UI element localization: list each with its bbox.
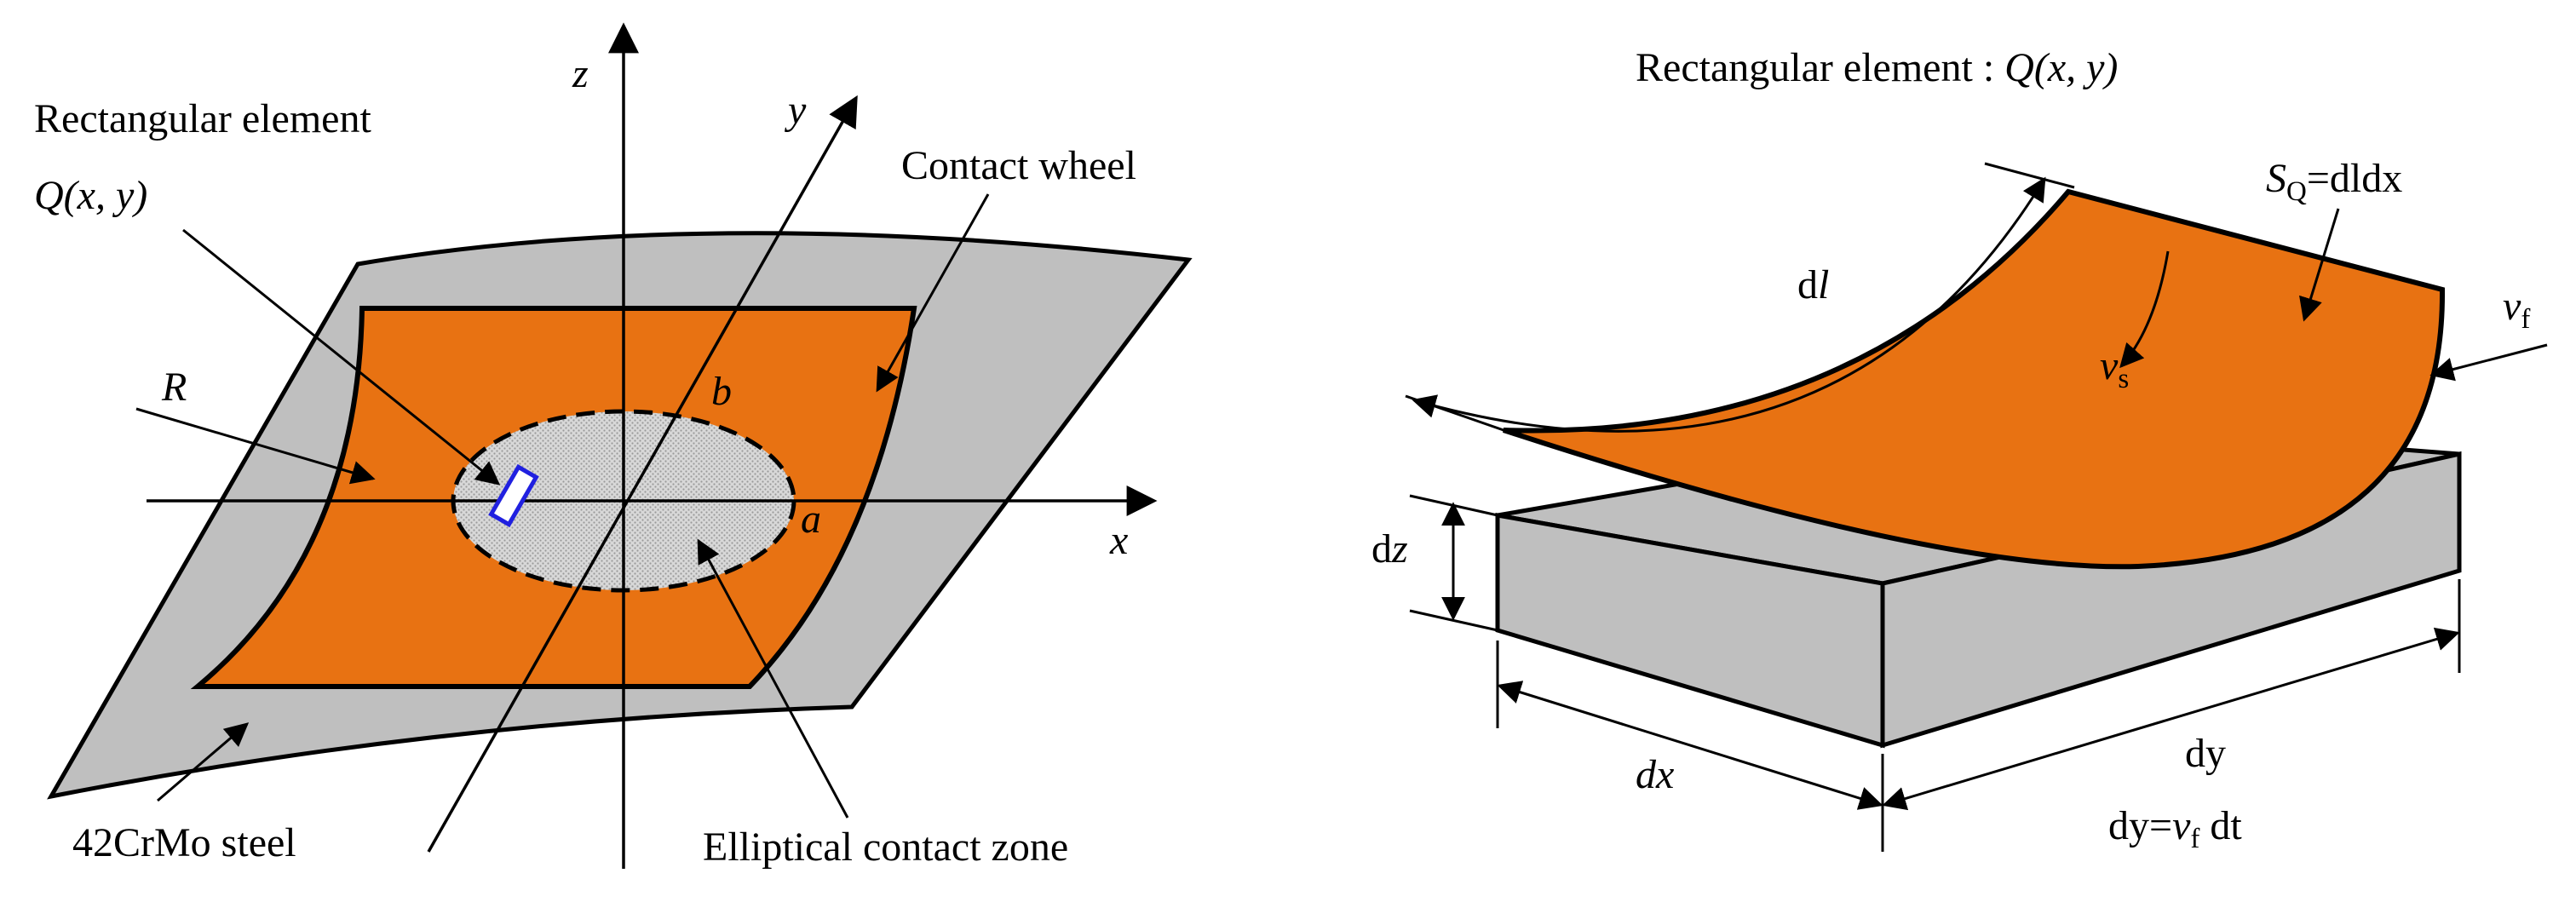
radius-label: R [161,365,187,410]
dx-label: dx [1636,752,1674,797]
steel-leader-line [157,722,250,802]
dx-dimension-arrow [1497,681,1883,810]
sq-area-label: SQ=dldx [2266,156,2402,207]
vf-label: vf [2503,284,2530,335]
contact-wheel-label: Contact wheel [901,143,1136,188]
vf-arrow [2429,343,2548,382]
rectangular-element-marker [488,463,539,528]
vs-label: vs [2100,343,2129,394]
dl-arc-arrow [1412,176,2046,433]
steel-label: 42CrMo steel [72,820,296,865]
elliptical-zone-label: Elliptical contact zone [703,824,1068,870]
dl-extension-line-bottom [1405,394,1504,432]
dz-label: dz [1371,526,1408,572]
radius-leader-line [135,407,376,485]
y-axis-label: y [784,88,807,133]
wheel-leader-line [876,193,990,393]
semi-axis-a-label: a [801,497,821,542]
semi-axis-b-label: b [711,369,732,414]
dl-extension-line-top [1984,162,2075,189]
dy-dimension-arrow [1882,627,2460,811]
dl-label: dl [1797,262,1829,307]
right-panel: Rectangular element : Q(x, y) SQ=dldx dl… [1371,45,2548,854]
rectangular-element-label: Rectangular element [34,96,371,141]
y-axis [427,95,858,853]
dy-equation: dy=vf dt [2108,803,2242,854]
z-axis-label: z [572,51,589,96]
vs-arrow [2119,250,2170,369]
left-panel: z y x Rectangular element Q(x, y) Contac… [34,22,1193,870]
dy-label: dy [2185,731,2226,776]
ellipse-leader-line [697,538,849,819]
right-title: Rectangular element : Q(x, y) [1636,45,2118,90]
element-leader-line [182,228,501,485]
q-coordinate-label: Q(x, y) [34,173,147,218]
x-axis-label: x [1109,518,1128,563]
sq-leader-line [2299,208,2340,322]
